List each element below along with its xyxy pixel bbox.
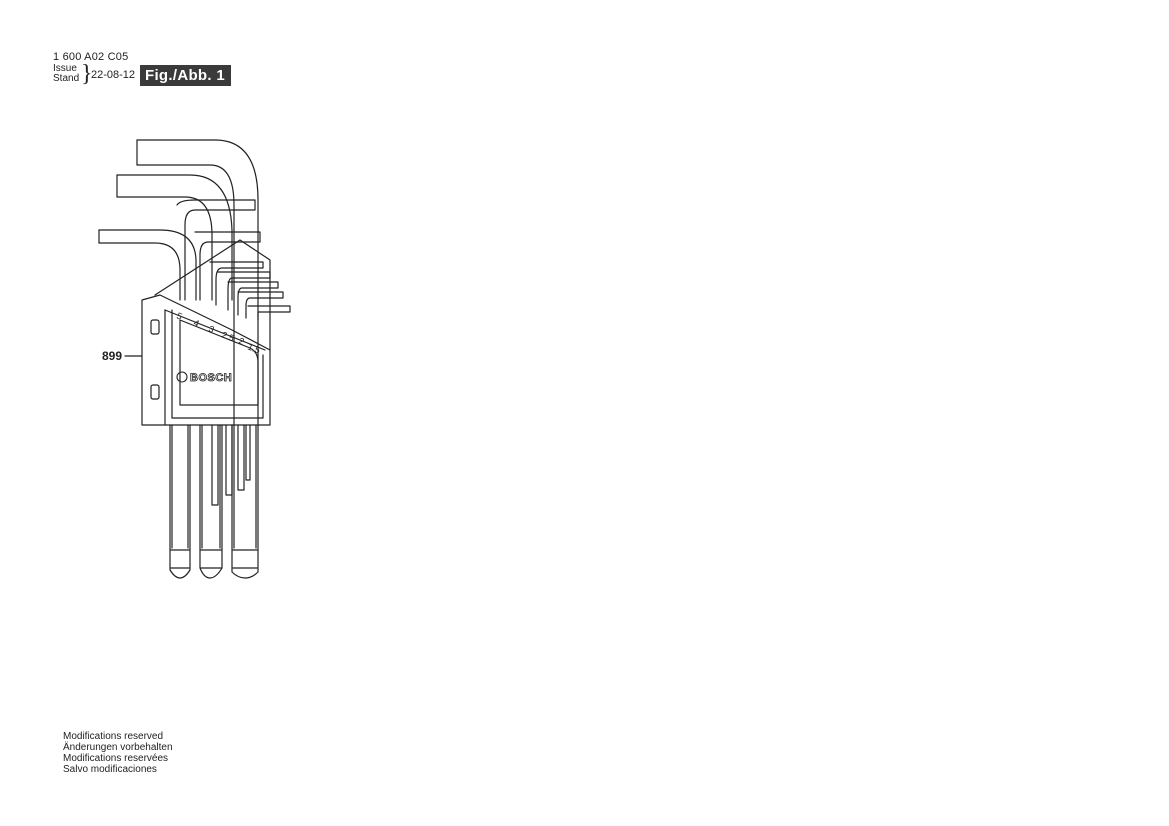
issue-label: Issue bbox=[53, 63, 77, 74]
footer-line-es: Salvo modificaciones bbox=[63, 764, 157, 775]
hex-key-size-5 bbox=[136, 139, 259, 579]
bosch-logo: BOSCH bbox=[176, 371, 232, 384]
part-number-label: 899 bbox=[102, 349, 122, 363]
hex-key-size-1-5 bbox=[209, 261, 291, 491]
holder-body bbox=[141, 239, 271, 426]
stand-label: Stand bbox=[53, 73, 80, 84]
size-label-1-5: 1.5 bbox=[246, 342, 261, 356]
brace-symbol: } bbox=[81, 61, 93, 87]
size-label-3: 3 bbox=[207, 324, 215, 335]
issue-date: 22-08-12 bbox=[91, 69, 136, 81]
size-label-2: 2 bbox=[237, 336, 245, 347]
size-label-5: 5 bbox=[175, 311, 183, 322]
hex-key-size-3 bbox=[98, 229, 197, 579]
footer-line-fr: Modifications reservées bbox=[63, 753, 169, 764]
hex-key-size-2-5 bbox=[176, 199, 256, 506]
figure-label: Fig./Abb. 1 bbox=[140, 65, 231, 86]
footer-notes: Modifications reserved Änderungen vorbeh… bbox=[63, 731, 173, 775]
footer-line-de: Änderungen vorbehalten bbox=[63, 742, 173, 753]
size-label-2-5: 2.5 bbox=[220, 330, 235, 344]
document-code: 1 600 A02 C05 bbox=[53, 51, 129, 63]
hex-key-size-4 bbox=[116, 174, 233, 579]
issue-block: Issue Stand } 22-08-12 Fig./Abb. 1 bbox=[53, 61, 253, 90]
brand-text: BOSCH bbox=[190, 372, 232, 384]
footer-line-en: Modifications reserved bbox=[63, 731, 164, 742]
size-label-group: 5 4 3 2.5 2 1.5 bbox=[175, 311, 261, 356]
size-label-4: 4 bbox=[192, 318, 200, 329]
issue-labels: Issue Stand bbox=[53, 64, 79, 84]
